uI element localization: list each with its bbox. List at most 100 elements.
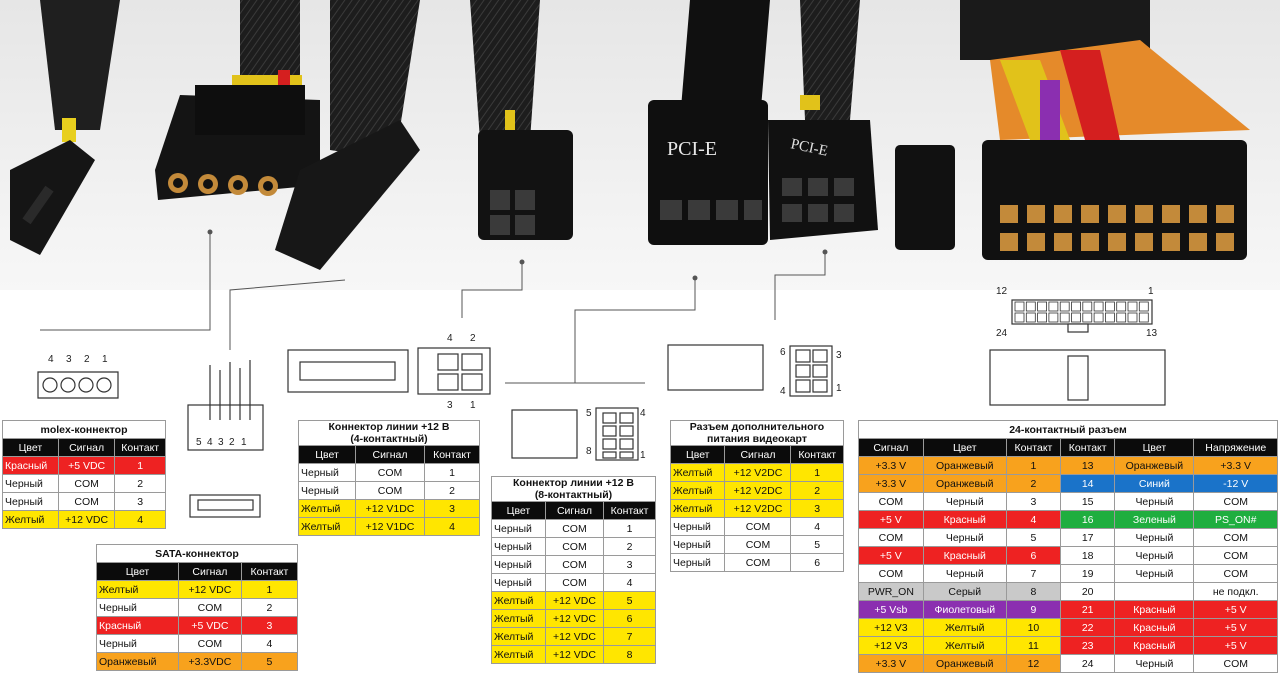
cell-signal: +12 VDC <box>544 627 605 646</box>
cell-color: Черный <box>491 537 546 556</box>
cell-c1: Серый <box>922 582 1007 601</box>
cell-contact: 4 <box>114 510 166 529</box>
cell-signal: COM <box>544 519 605 538</box>
cell-n1: 6 <box>1005 546 1062 565</box>
cpu4-pin-label: 1 <box>470 400 476 411</box>
cell-color: Черный <box>669 535 726 554</box>
cell-contact: 2 <box>603 537 656 556</box>
cell-n2: 20 <box>1060 582 1116 601</box>
cell-c2: Черный <box>1114 528 1195 547</box>
cell-c1: Желтый <box>922 618 1007 637</box>
cell-color: Желтый <box>491 645 546 664</box>
cell-contact: 3 <box>240 616 299 635</box>
atx24-socket <box>1108 233 1126 251</box>
cell-s1: +12 V3 <box>858 618 924 637</box>
atx24-pin-cell <box>1037 312 1047 323</box>
cell-c1: Оранжевый <box>922 474 1007 493</box>
cell-s1: PWR_ON <box>858 582 924 601</box>
molex-plug-photo <box>10 0 120 255</box>
col-header: Напряжение <box>1193 438 1278 457</box>
cell-color: Черный <box>297 481 357 500</box>
atx24-socket <box>1189 233 1207 251</box>
pcie-6pin-plug-photo: PCI-E <box>768 0 878 240</box>
cell-s2: COM <box>1193 492 1278 511</box>
cell-n1: 9 <box>1005 600 1062 619</box>
cpu4-pin-label: 3 <box>447 400 453 411</box>
cpu8-table: Коннектор линии +12 В(8-контактный) Цвет… <box>491 476 656 664</box>
cell-c2: Красный <box>1114 636 1195 655</box>
cell-color: Желтый <box>297 499 357 518</box>
cell-contact: 1 <box>790 463 844 482</box>
cell-color: Оранжевый <box>96 652 179 671</box>
cell-s2: COM <box>1193 564 1278 583</box>
cpu8-pin-label: 8 <box>586 446 592 457</box>
cell-s1: COM <box>858 528 924 547</box>
cell-signal: +5 VDC <box>177 616 242 635</box>
cell-color: Желтый <box>491 591 546 610</box>
atx24-pin-cell <box>1116 312 1127 323</box>
col-header: Сигнал <box>724 445 792 464</box>
cell-color: Желтый <box>96 580 179 599</box>
cell-contact: 2 <box>240 598 299 617</box>
col-header: Контакт <box>114 438 166 457</box>
cell-signal: +12 VDC <box>544 591 605 610</box>
cpu4-drawing <box>287 347 491 395</box>
cell-color: Желтый <box>491 627 546 646</box>
cell-signal: +12 V1DC <box>355 517 426 536</box>
cell-n2: 16 <box>1060 510 1116 529</box>
atx24-pin-label: 12 <box>996 286 1008 297</box>
sata-pin-label: 1 <box>241 437 247 448</box>
cell-color: Красный <box>2 456 59 475</box>
cell-contact: 5 <box>603 591 656 610</box>
cell-c2: Красный <box>1114 618 1195 637</box>
cell-n1: 1 <box>1005 456 1062 475</box>
atx24-socket <box>1027 205 1045 223</box>
cell-contact: 1 <box>114 456 166 475</box>
col-header: Цвет <box>2 438 59 457</box>
atx24-pin-cell <box>1127 312 1138 323</box>
cell-c2: Черный <box>1114 564 1195 583</box>
cell-signal: +12 V2DC <box>724 463 792 482</box>
cell-s2: +5 V <box>1193 636 1278 655</box>
cell-s2: PS_ON# <box>1193 510 1278 529</box>
cpu8-drawing <box>511 407 639 461</box>
molex-pin-label: 4 <box>48 354 54 365</box>
cell-color: Черный <box>2 492 59 511</box>
cell-n2: 14 <box>1060 474 1116 493</box>
cell-signal: +12 VDC <box>544 609 605 628</box>
gpu-pin-label: 3 <box>836 350 842 361</box>
atx24-pin-cell <box>1048 301 1059 312</box>
cell-contact: 8 <box>603 645 656 664</box>
cell-color: Черный <box>491 519 546 538</box>
atx24-socket <box>1216 205 1234 223</box>
col-header: Контакт <box>790 445 844 464</box>
atx24-socket <box>1108 205 1126 223</box>
col-header: Контакт <box>603 501 656 520</box>
cell-color: Желтый <box>669 499 726 518</box>
atx24-pin-cell <box>1138 301 1149 312</box>
col-header: Цвет <box>491 501 546 520</box>
cell-s1: +3.3 V <box>858 474 924 493</box>
cell-contact: 3 <box>424 499 480 518</box>
cell-signal: +3.3VDC <box>177 652 242 671</box>
